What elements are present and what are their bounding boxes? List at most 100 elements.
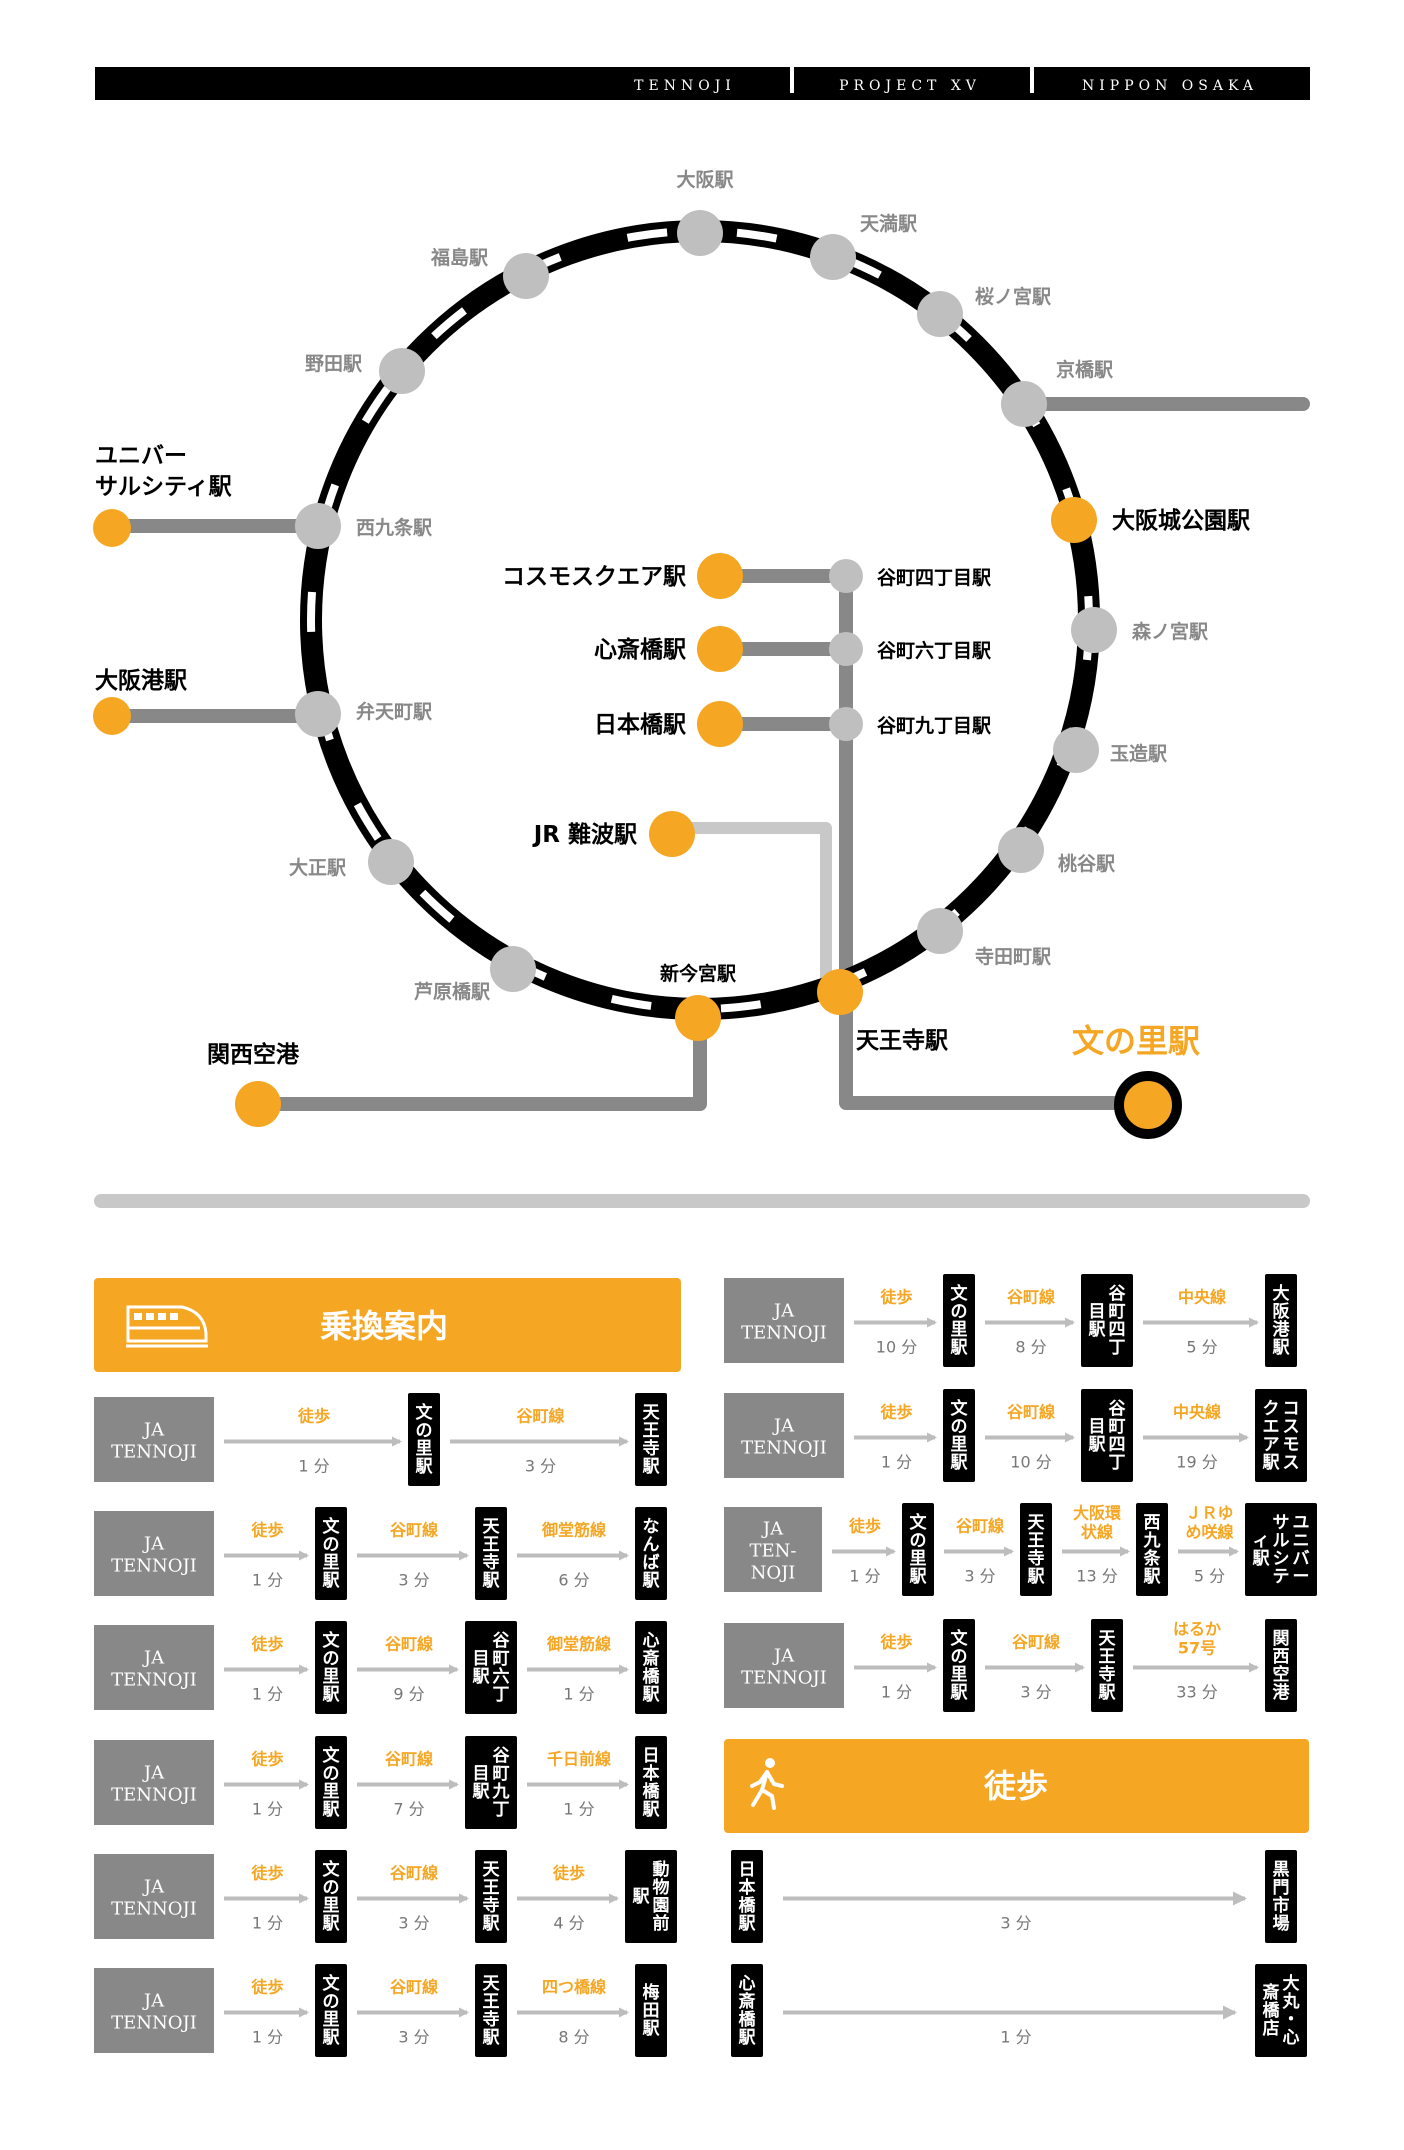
station-ashiharabashi[interactable] <box>490 946 536 992</box>
station-kansai-airport[interactable] <box>235 1081 281 1127</box>
svg-text:日: 日 <box>643 1746 660 1766</box>
route-station-0[interactable]: 心斎橋駅 <box>731 1964 763 2057</box>
label-nipponbashi: 日本橋駅 <box>594 712 686 738</box>
route-station-0[interactable]: 文の里駅 <box>315 1507 347 1600</box>
route-station-1[interactable]: 天王寺駅 <box>1020 1503 1052 1596</box>
leg-line-name: 谷町線 <box>1007 1288 1055 1307</box>
route-station-0[interactable]: 文の里駅 <box>315 1621 347 1714</box>
station-osaka[interactable] <box>677 210 723 256</box>
route-station-1[interactable]: 谷町四丁目駅 <box>1081 1274 1133 1367</box>
station-sakuranomiya[interactable] <box>917 291 963 337</box>
route-station-0[interactable]: 日本橋駅 <box>731 1850 763 1943</box>
route-station-2[interactable]: 日本橋駅 <box>635 1736 667 1829</box>
station-teradacho[interactable] <box>917 908 963 954</box>
svg-text:駅: 駅 <box>642 1457 661 1477</box>
station-taisho[interactable] <box>368 839 414 885</box>
header-item-nippon-osaka: NIPPON OSAKA <box>1082 78 1258 94</box>
station-shinsaibashi[interactable] <box>697 626 743 672</box>
station-tamatsukuri[interactable] <box>1053 727 1099 773</box>
route-station-2[interactable]: 西九条駅 <box>1136 1503 1168 1596</box>
leg-line-name: 谷町線 <box>385 1635 433 1654</box>
leg-time: 1 分 <box>881 1453 912 1472</box>
station-kyobashi[interactable] <box>1001 381 1047 427</box>
station-osakako[interactable] <box>93 697 131 735</box>
svg-text:天: 天 <box>483 1517 501 1537</box>
station-shinimamiya[interactable] <box>675 995 721 1041</box>
route-station-1[interactable]: 谷町九丁目駅 <box>465 1736 517 1829</box>
svg-text:の: の <box>323 1535 340 1555</box>
leg-line-name: 徒歩 <box>879 1403 912 1422</box>
station-osakajokoen[interactable] <box>1051 497 1097 543</box>
station-fukushima[interactable] <box>503 253 549 299</box>
station-tanimachi-6chome[interactable] <box>829 632 863 666</box>
route-station-2[interactable]: 大阪港駅 <box>1265 1274 1297 1367</box>
station-noda[interactable] <box>379 348 425 394</box>
leg-time: 3 分 <box>525 1457 556 1476</box>
route-station-1[interactable]: 天王寺駅 <box>475 1964 507 2057</box>
route-station-1[interactable]: 谷町四丁目駅 <box>1081 1389 1133 1482</box>
station-tanimachi-9chome[interactable] <box>829 707 863 741</box>
route-station-1[interactable]: 天王寺駅 <box>635 1393 667 1486</box>
svg-text:ー: ー <box>1293 1567 1310 1587</box>
svg-text:動: 動 <box>653 1859 670 1880</box>
svg-text:寺: 寺 <box>643 1438 660 1459</box>
route-station-1[interactable]: 谷町六丁目駅 <box>465 1621 517 1714</box>
route-station-0[interactable]: 文の里駅 <box>943 1619 975 1712</box>
route-station-0[interactable]: 文の里駅 <box>943 1274 975 1367</box>
walk-time: 3 分 <box>1000 1914 1031 1933</box>
svg-text:斎: 斎 <box>1263 1982 1280 2003</box>
station-nipponbashi[interactable] <box>697 701 743 747</box>
route-station-0[interactable]: 文の里駅 <box>315 1850 347 1943</box>
station-usj[interactable] <box>93 509 131 547</box>
route-station-0[interactable]: 文の里駅 <box>315 1964 347 2057</box>
route-station-2[interactable]: 梅田駅 <box>635 1964 667 2057</box>
route-station-1[interactable]: 天王寺駅 <box>1091 1619 1123 1712</box>
station-tennoji[interactable] <box>817 969 863 1015</box>
svg-text:前: 前 <box>653 1913 670 1934</box>
svg-text:文: 文 <box>951 1628 969 1649</box>
svg-text:里: 里 <box>910 1549 927 1569</box>
route-station-2[interactable]: 関西空港 <box>1265 1619 1297 1712</box>
station-jr-namba[interactable] <box>649 811 695 857</box>
station-nishikujo[interactable] <box>295 503 341 549</box>
route-station-0[interactable]: 文の里駅 <box>315 1736 347 1829</box>
route-station-1[interactable]: 天王寺駅 <box>475 1850 507 1943</box>
route-station-0[interactable]: 文の里駅 <box>902 1503 934 1596</box>
svg-text:梅: 梅 <box>643 1982 660 2003</box>
route-station-0[interactable]: 文の里駅 <box>943 1389 975 1482</box>
route-station-0[interactable]: 文の里駅 <box>408 1393 440 1486</box>
station-momodani[interactable] <box>998 827 1044 873</box>
label-teradacho: 寺田町駅 <box>975 946 1052 968</box>
station-fuminosato[interactable] <box>1114 1071 1182 1139</box>
station-tenma[interactable] <box>810 234 856 280</box>
station-tanimachi-4chome[interactable] <box>829 559 863 593</box>
station-morinomiya[interactable] <box>1071 607 1117 653</box>
route-station-2[interactable]: コスモスクエア駅 <box>1255 1389 1307 1482</box>
station-cosmosquare[interactable] <box>697 553 743 599</box>
station-bentencho[interactable] <box>295 691 341 737</box>
route-station-2[interactable]: 心斎橋駅 <box>635 1621 667 1714</box>
route-station-1[interactable]: 天王寺駅 <box>475 1507 507 1600</box>
